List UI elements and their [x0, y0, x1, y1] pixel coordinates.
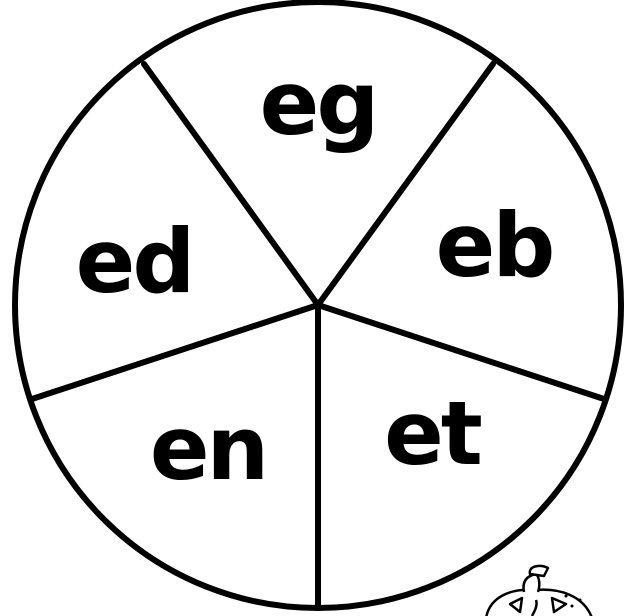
segment-label-en: en: [150, 397, 266, 500]
pumpkin-clipart-icon: [486, 566, 592, 616]
segment-label-eb: eb: [436, 194, 553, 297]
segment-label-et: et: [384, 382, 482, 485]
segment-label-ed: ed: [76, 210, 193, 313]
segment-label-eg: eg: [260, 52, 377, 155]
